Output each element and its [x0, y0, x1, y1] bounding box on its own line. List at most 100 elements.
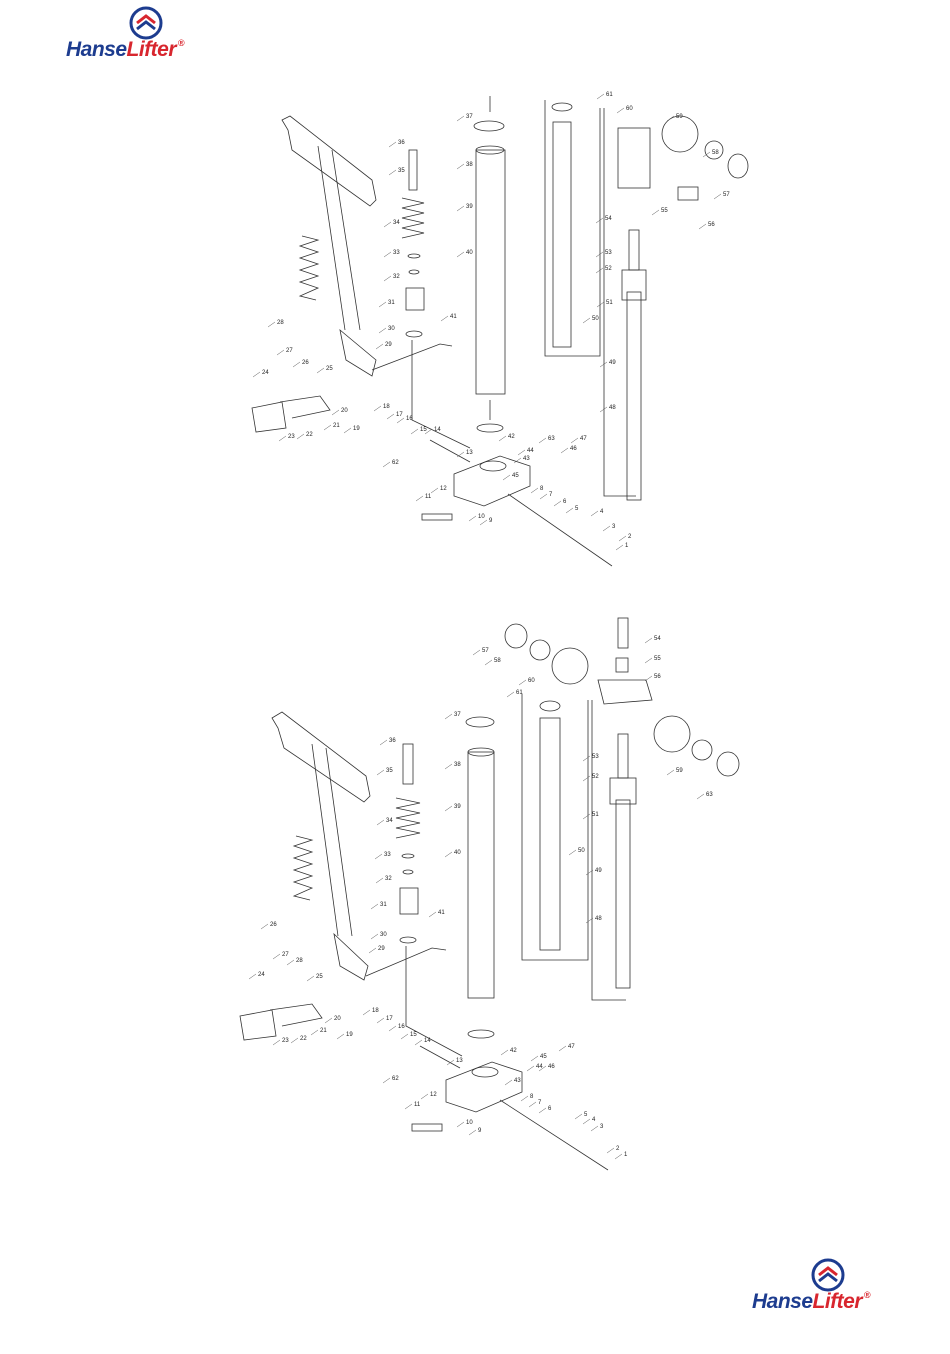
top-part-label-31: 31: [388, 300, 395, 306]
bottom-part-label-9: 9: [478, 1128, 482, 1134]
top-part-label-41: 41: [450, 314, 457, 320]
bottom-leader-line-59: [666, 769, 675, 776]
top-part-label-12: 12: [440, 486, 447, 492]
logo-text-lifter: Lifter: [126, 38, 177, 61]
top-leader-line-61: [596, 93, 605, 100]
retaining-ring-right: [716, 751, 740, 777]
pump-body: [453, 455, 531, 507]
bottom-part-label-11: 11: [414, 1102, 421, 1108]
handle-shaft: [311, 743, 353, 937]
top-leader-line-14: [424, 428, 433, 435]
washer-mid: [408, 269, 420, 275]
top-part-label-8: 8: [540, 486, 544, 492]
top-part-label-1: 1: [625, 543, 629, 549]
bottom-leader-line-12: [420, 1093, 429, 1100]
top-leader-line-45: [502, 474, 511, 481]
top-part-label-13: 13: [466, 450, 473, 456]
logo-text-hanse: Hanse: [66, 38, 127, 61]
top-part-label-32: 32: [393, 274, 400, 280]
top-part-label-29: 29: [385, 342, 392, 348]
bottom-leader-line-15: [400, 1033, 409, 1040]
top-leader-line-42: [498, 435, 507, 442]
ram-collar: [621, 269, 647, 301]
top-part-label-14: 14: [434, 427, 441, 433]
bearing: [704, 140, 724, 160]
bottom-leader-line-35: [376, 769, 385, 776]
top-part-label-18: 18: [383, 404, 390, 410]
top-leader-line-49: [599, 361, 608, 368]
bottom-part-label-53: 53: [592, 754, 599, 760]
wheel-left: [551, 647, 589, 685]
washer-bottom: [399, 936, 417, 944]
pump-spring: [395, 797, 421, 839]
top-part-label-16: 16: [406, 416, 413, 422]
top-leader-line-54: [595, 217, 604, 224]
top-leader-line-5: [565, 507, 574, 514]
washer-top: [407, 253, 421, 259]
piston-rod: [408, 149, 418, 191]
bottom-leader-line-3: [590, 1125, 599, 1132]
pin: [617, 617, 629, 649]
inner-cylinder: [539, 717, 561, 951]
top-part-label-2: 2: [628, 534, 632, 540]
handle-shaft: [317, 145, 361, 331]
top-part-label-45: 45: [512, 473, 519, 479]
release-valve-line: [419, 1045, 609, 1171]
top-leader-line-58: [702, 151, 711, 158]
return-spring: [292, 835, 314, 901]
top-part-label-51: 51: [606, 300, 613, 306]
retaining-ring-left: [504, 623, 528, 649]
ram-top: [628, 229, 640, 271]
wheel: [661, 115, 699, 153]
logo-emblem-icon: [129, 6, 163, 40]
top-part-label-56: 56: [708, 222, 715, 228]
top-part-label-48: 48: [609, 405, 616, 411]
frame-connector: [405, 946, 463, 1057]
top-part-label-37: 37: [466, 114, 473, 120]
top-leader-line-28: [267, 321, 276, 328]
top-leader-line-60: [616, 107, 625, 114]
top-leader-line-39: [456, 205, 465, 212]
handle-link: [371, 343, 453, 371]
bottom-part-label-33: 33: [384, 852, 391, 858]
retaining-ring: [727, 153, 749, 179]
top-part-label-11: 11: [425, 494, 432, 500]
bottom-leader-line-39: [444, 805, 453, 812]
top-part-label-59: 59: [676, 114, 683, 120]
bottom-leader-line-6: [538, 1107, 547, 1114]
bottom-part-label-41: 41: [438, 910, 445, 916]
bottom-leader-line-21: [310, 1029, 319, 1036]
bottom-part-label-39: 39: [454, 804, 461, 810]
bottom-leader-line-54: [644, 637, 653, 644]
bottom-part-label-31: 31: [380, 902, 387, 908]
bottom-leader-line-55: [644, 657, 653, 664]
top-leader-line-22: [296, 433, 305, 440]
bottom-part-label-26: 26: [270, 922, 277, 928]
bottom-leader-line-37: [444, 713, 453, 720]
bottom-leader-line-7: [528, 1101, 537, 1108]
top-leader-line-48: [599, 406, 608, 413]
bottom-leader-line-20: [324, 1017, 333, 1024]
top-part-label-17: 17: [396, 412, 403, 418]
bottom-leader-line-34: [376, 819, 385, 826]
top-part-label-9: 9: [489, 518, 493, 524]
bottom-leader-line-40: [444, 851, 453, 858]
bottom-leader-line-23: [272, 1039, 281, 1046]
bottom-leader-line-27: [272, 953, 281, 960]
top-leader-line-41: [440, 315, 449, 322]
bottom-leader-line-48: [585, 917, 594, 924]
bottom-leader-line-53: [582, 755, 591, 762]
top-leader-line-62: [382, 461, 391, 468]
bottom-leader-line-45: [530, 1055, 539, 1062]
top-leader-line-34: [383, 221, 392, 228]
bottom-leader-line-43: [504, 1079, 513, 1086]
bottom-leader-line-58: [484, 659, 493, 666]
bottom-leader-line-52: [582, 775, 591, 782]
top-part-label-6: 6: [563, 499, 567, 505]
top-leader-line-25: [316, 367, 325, 374]
return-spring: [298, 235, 320, 301]
top-part-label-62: 62: [392, 460, 399, 466]
bottom-leader-line-29: [368, 947, 377, 954]
bottom-leader-line-56: [644, 675, 653, 682]
